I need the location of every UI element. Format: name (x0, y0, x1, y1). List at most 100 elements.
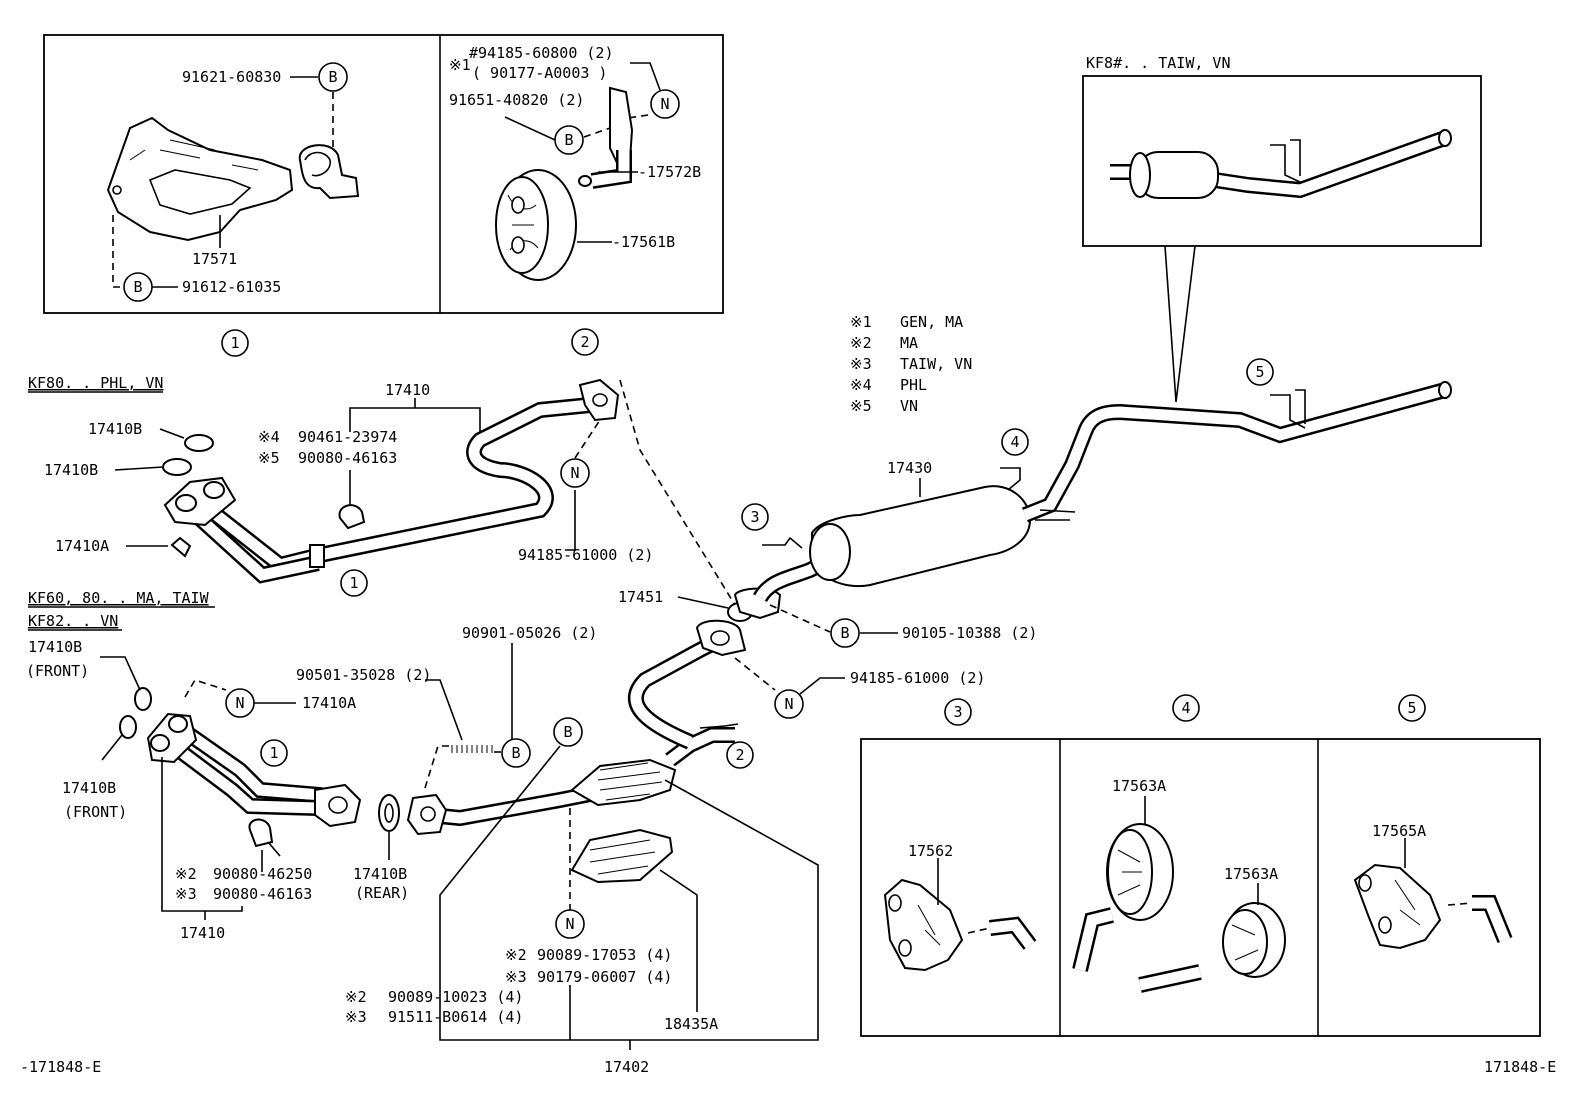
label-17410-upper: 17410 (385, 381, 430, 399)
note-mark-3-lower: ※3 (175, 885, 197, 903)
leader-18435a (659, 869, 698, 1012)
note-mark-3-center: ※3 (505, 968, 527, 986)
note-mark-2-lower: ※2 (175, 865, 197, 883)
note-mark-4: ※4 (258, 428, 280, 446)
leader-17410b-front-a (100, 656, 141, 691)
leader-94185-61000-upper (565, 490, 576, 551)
circle-2-top (571, 328, 599, 356)
circle-4-muffler (1001, 428, 1029, 456)
leader-94185-60800 (630, 62, 661, 91)
label-17571: 17571 (192, 250, 237, 268)
circle-5-hanger-label: 5 (1407, 699, 1416, 717)
symbol-n-lower-label: N (235, 694, 244, 712)
label-90105-10388: 90105-10388 (2) (902, 624, 1037, 642)
note-mark-2-bolt: ※2 (345, 988, 367, 1006)
symbol-n-detail2-label: N (660, 95, 669, 113)
label-17563a-1: 17563A (1112, 777, 1166, 795)
note-3-mark: ※3 (850, 355, 872, 373)
label-90177-a0003: ( 90177-A0003 ) (472, 64, 607, 82)
spring-90501 (451, 745, 493, 753)
label-17410-lower: 17410 (180, 924, 225, 942)
label-94185-61000-lower: 94185-61000 (2) (850, 669, 985, 687)
symbol-n-flange-label: N (784, 695, 793, 713)
leader-90501 (425, 679, 463, 741)
doc-code-right: 171848-E (1484, 1058, 1556, 1076)
note-5-text: VN (900, 397, 918, 415)
dash-spring (424, 745, 450, 789)
dash-n-detail2 (627, 114, 649, 119)
circle-5-tailpipe (1246, 358, 1274, 386)
leader-17410b-front-b (101, 734, 123, 761)
label-17410b-front-b: 17410B (62, 779, 116, 797)
symbol-n-detail2 (650, 89, 680, 119)
hanger-rubber-17561b-drawing (495, 86, 634, 281)
leader-94185-flange (799, 677, 845, 695)
label-17410b-front-a: 17410B (28, 638, 82, 656)
label-90080-46163-lower: 90080-46163 (213, 885, 312, 903)
dash-flange-17451 (619, 379, 736, 606)
label-18435a: 18435A (664, 1015, 718, 1033)
symbol-b-91621 (318, 62, 348, 92)
label-90461-23974: 90461-23974 (298, 428, 397, 446)
leader-17451 (677, 596, 729, 609)
circle-1-lower-label: 1 (269, 744, 278, 762)
label-90179-06007: 90179-06007 (4) (537, 968, 672, 986)
front-pipe-17410-upper-drawing (163, 378, 620, 584)
section-kf8: KF8#. . TAIW, VN (1086, 54, 1231, 72)
heat-insulator-17571-drawing (106, 116, 360, 242)
hanger-17563a-drawing (1072, 823, 1286, 993)
circle-5-hanger (1398, 694, 1426, 722)
symbol-b-flange (830, 618, 860, 648)
dash-n-flange (734, 657, 776, 691)
leader-17410b-1 (159, 428, 185, 439)
label-94185-60800: #94185-60800 (2) (469, 44, 614, 62)
label-17565a: 17565A (1372, 822, 1426, 840)
label-91621-60830: 91621-60830 (182, 68, 281, 86)
leader-91651 (504, 116, 556, 141)
circle-2-lower (726, 741, 754, 769)
note-4-mark: ※4 (850, 376, 872, 394)
symbol-n-lower (225, 688, 255, 718)
note-2-text: MA (900, 334, 918, 352)
label-front-b: (FRONT) (64, 803, 127, 821)
circle-2-top-label: 2 (580, 333, 589, 351)
label-17563a-2: 17563A (1224, 865, 1278, 883)
label-17410a-lower: 17410A (302, 694, 356, 712)
circle-3-muffler (741, 503, 769, 531)
label-91612-61035: 91612-61035 (182, 278, 281, 296)
doc-code-left: -171848-E (20, 1058, 101, 1076)
circle-1-upper-label: 1 (349, 574, 358, 592)
notes-legend: ※1 GEN, MA ※2 MA ※3 TAIW, VN ※4 PHL ※5 V… (850, 313, 972, 415)
symbol-n-flange (774, 689, 804, 719)
symbol-b-spring (501, 738, 531, 768)
symbol-n-upper-label: N (570, 464, 579, 482)
note-mark-3-bolt: ※3 (345, 1008, 367, 1026)
symbol-b-center (553, 717, 583, 747)
note-3-text: TAIW, VN (900, 355, 972, 373)
note-mark-5: ※5 (258, 449, 280, 467)
dash-91612 (112, 215, 125, 288)
gasket-17410b-rear-hole (384, 803, 394, 823)
symbol-b-detail2 (554, 125, 584, 155)
label-91511-b0614: 91511-B0614 (4) (388, 1008, 523, 1026)
circle-1-top-label: 1 (230, 334, 239, 352)
label-17410a-upper: 17410A (55, 537, 109, 555)
section-kf80: KF80. . PHL, VN (28, 374, 163, 392)
label-91651-40820: 91651-40820 (2) (449, 91, 584, 109)
label-90901-05026: 90901-05026 (2) (462, 624, 597, 642)
leader-17410b-2 (114, 466, 164, 471)
circle-4-hanger (1172, 694, 1200, 722)
circle-3-muffler-label: 3 (750, 508, 759, 526)
label-17562: 17562 (908, 842, 953, 860)
dash-n-upper (574, 419, 601, 459)
label-17410b-2: 17410B (44, 461, 98, 479)
front-pipe-17410-lower-drawing (146, 712, 362, 857)
note-2-mark: ※2 (850, 334, 872, 352)
gasket-17410b-front-a (134, 687, 152, 711)
label-94185-61000-upper: 94185-61000 (2) (518, 546, 653, 564)
symbol-n-upper (560, 458, 590, 488)
symbol-n-center-label: N (565, 915, 574, 933)
center-pipe-17402-drawing (406, 619, 747, 884)
dash-n-lower (184, 679, 227, 698)
